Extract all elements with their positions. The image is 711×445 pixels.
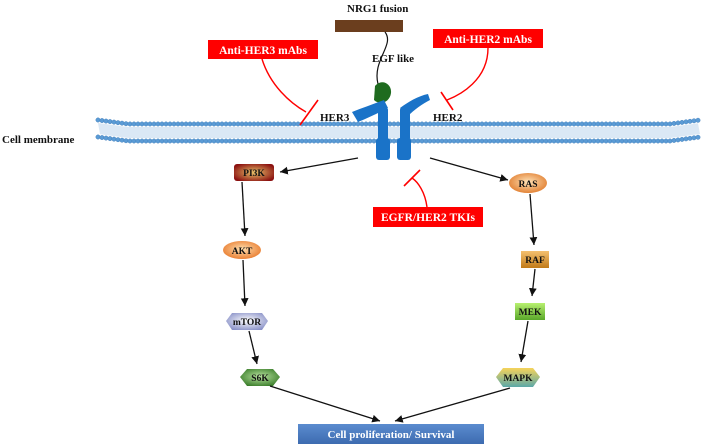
her2-label: HER2 [433, 112, 463, 124]
anti-her2-bar [440, 91, 454, 111]
raf-node: RAF [521, 251, 549, 268]
arrow-pi3k-to-akt [240, 181, 249, 237]
anti-her3-inhibition-line [261, 58, 307, 113]
egf-like-ligand [374, 82, 392, 103]
mapk-node: MAPK [496, 368, 540, 387]
anti-her2-box [433, 29, 543, 48]
nrg1-fusion-label: NRG1 fusion [347, 3, 408, 15]
anti-her2-inhibition-line [446, 47, 489, 101]
arrow-s6k-to-outcome [269, 385, 381, 423]
anti-her3-box [208, 40, 318, 59]
anti-her3-bar [299, 99, 319, 126]
nrg1-linker [376, 31, 389, 85]
cell-membrane-label: Cell membrane [2, 134, 75, 146]
arrow-raf-to-mek [528, 268, 537, 297]
pi3k-node: PI3K [234, 164, 274, 181]
anti-her2-label: Anti-HER2 mAbs [444, 34, 532, 46]
arrow-receptor-to-ras [429, 157, 509, 182]
tkis-inhibition-line [411, 177, 428, 208]
s6k-label: S6K [251, 374, 269, 384]
arrow-mtor-to-s6k [248, 330, 259, 365]
tkis-label: EGFR/HER2 TKIs [381, 212, 476, 224]
arrow-akt-to-mtor [240, 259, 249, 307]
ras-node: RAS [509, 173, 547, 193]
ras-label: RAS [518, 180, 537, 190]
mek-node: MEK [515, 303, 545, 320]
s6k-node: S6K [240, 369, 280, 386]
her2-receptor [397, 94, 430, 160]
akt-label: AKT [232, 247, 253, 257]
mek-label: MEK [519, 308, 542, 318]
nrg1-fusion-bar [335, 20, 403, 32]
mtor-node: mTOR [226, 313, 268, 330]
outcome-box: Cell proliferation/ Survival [298, 424, 484, 444]
egf-like-label: EGF like [372, 53, 414, 65]
arrow-receptor-to-pi3k [279, 157, 359, 175]
tkis-bar [403, 169, 421, 187]
her3-label: HER3 [320, 112, 350, 124]
outcome-label: Cell proliferation/ Survival [328, 429, 455, 441]
akt-node: AKT [223, 241, 261, 259]
her3-receptor [352, 100, 390, 160]
mapk-label: MAPK [503, 374, 533, 384]
anti-her3-label: Anti-HER3 mAbs [219, 45, 307, 57]
pi3k-label: PI3K [243, 169, 265, 179]
raf-label: RAF [525, 256, 545, 266]
mtor-label: mTOR [233, 318, 261, 328]
tkis-box [373, 207, 483, 227]
arrow-ras-to-raf [529, 193, 538, 246]
arrow-mapk-to-outcome [394, 387, 511, 423]
arrow-mek-to-mapk [518, 320, 529, 363]
